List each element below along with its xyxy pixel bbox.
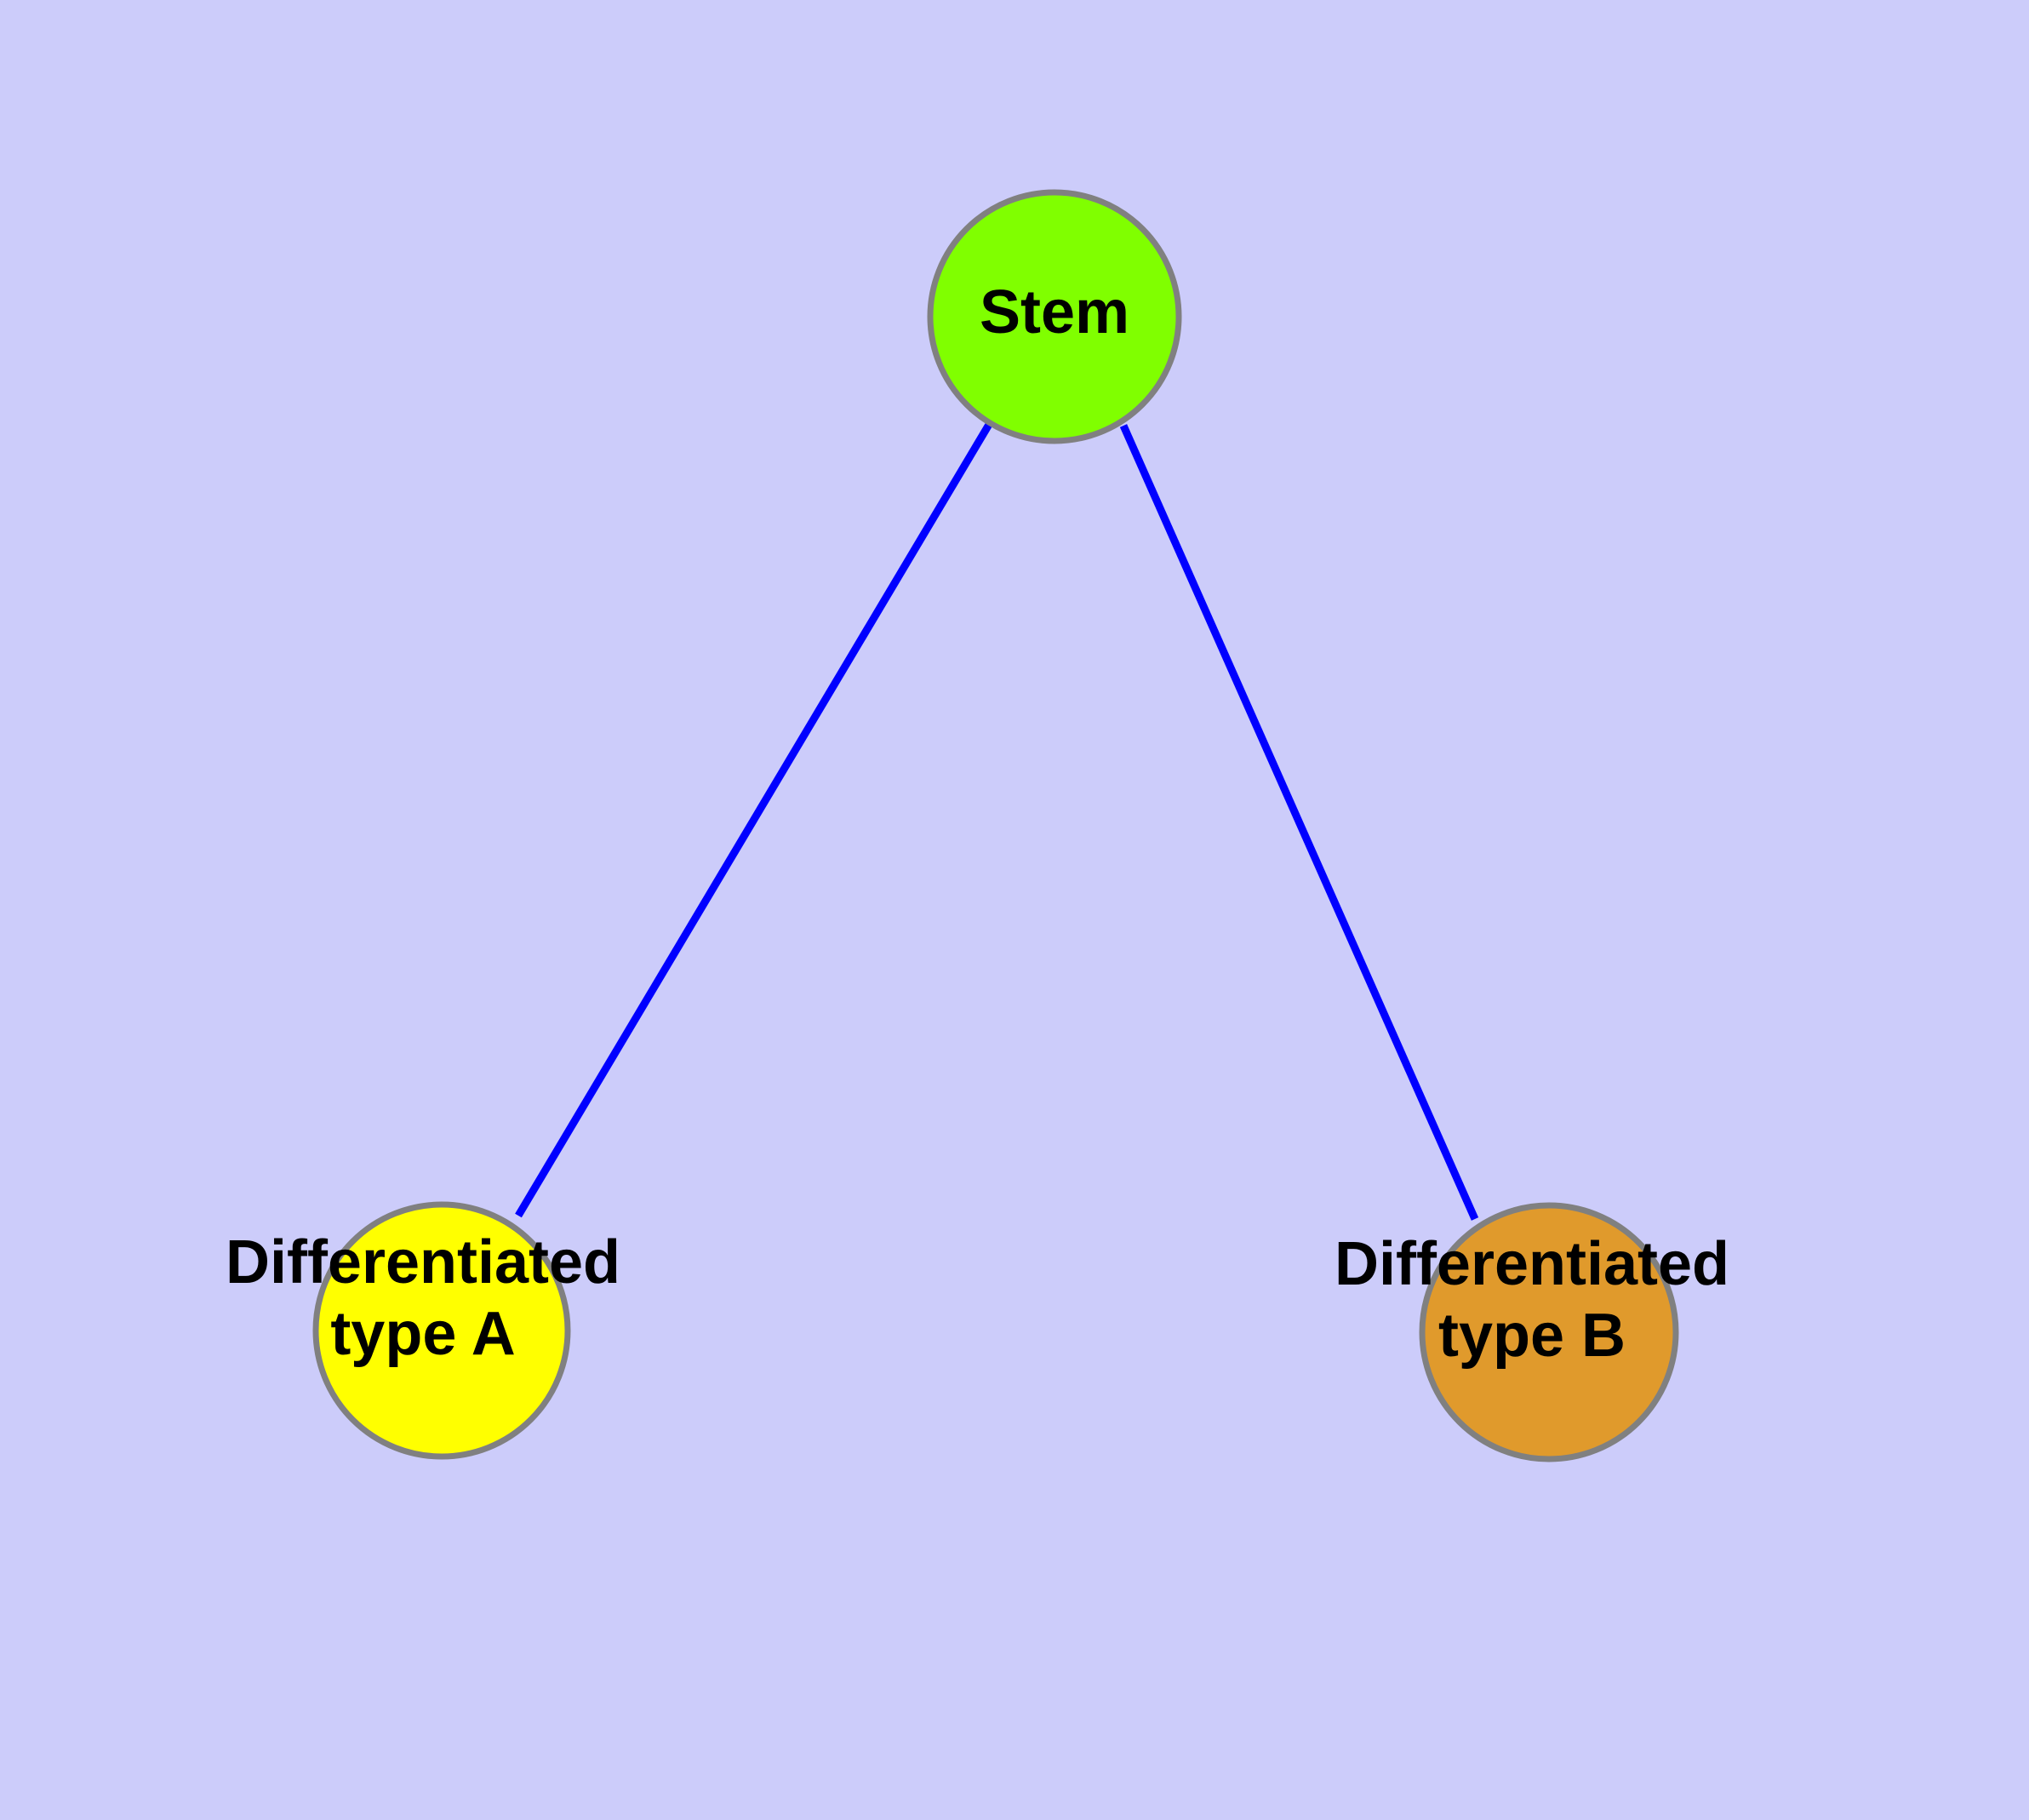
node-label-line: type A — [330, 1300, 515, 1368]
edge-stem-diff-b[interactable] — [1119, 424, 1479, 1221]
node-label-line: Differentiated — [226, 1228, 620, 1296]
edges-layer — [515, 421, 1479, 1221]
node-label-line: Stem — [980, 278, 1129, 346]
nodes-layer — [312, 189, 1679, 1462]
node-label-line: Differentiated — [1335, 1230, 1729, 1298]
node-diff-a[interactable] — [312, 1201, 571, 1460]
edge-stem-diff-a[interactable] — [515, 421, 993, 1218]
node-diff-b[interactable] — [1419, 1202, 1679, 1462]
node-label-stem: Stem — [980, 278, 1129, 346]
node-label-line: type B — [1438, 1302, 1626, 1370]
node-stem[interactable] — [927, 189, 1182, 444]
